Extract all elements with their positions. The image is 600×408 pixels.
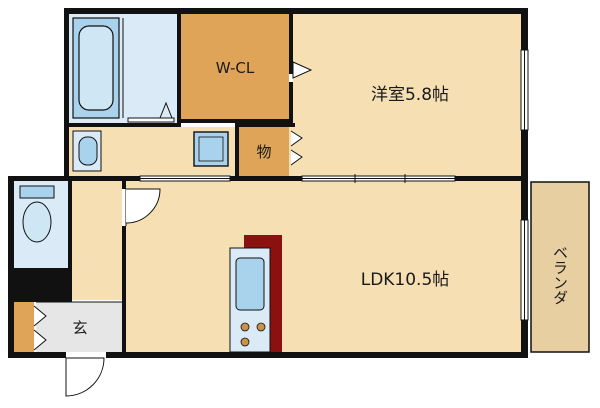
front-door — [65, 357, 105, 397]
veranda-label: ベランダ — [551, 245, 569, 305]
closet-floor — [181, 14, 289, 119]
bath-door — [127, 101, 175, 123]
windows — [520, 49, 529, 321]
corridor-sliding-door — [139, 175, 231, 182]
washing-machine-inner — [198, 136, 224, 162]
toilet — [19, 185, 55, 243]
closet-label: W-CL — [216, 59, 255, 77]
storage-doors — [290, 130, 303, 166]
western-room-floor — [293, 14, 521, 176]
closet-door — [292, 61, 313, 79]
ldk-label: LDK10.5帖 — [361, 270, 450, 290]
shoe-closet — [14, 302, 34, 352]
shoe-closet-doors — [33, 305, 47, 351]
kitchen-counter — [229, 247, 271, 353]
western-room-label: 洋室5.8帖 — [371, 85, 449, 105]
sliding-door — [301, 174, 456, 183]
storage-label: 物 — [256, 143, 271, 161]
entrance-floor — [36, 302, 122, 352]
hallway-floor — [72, 180, 122, 300]
veranda-floor — [530, 181, 590, 353]
bathtub — [72, 17, 120, 119]
storage-floor — [239, 127, 289, 176]
washbasin — [72, 130, 102, 172]
ldk-floor — [126, 180, 521, 352]
entrance-label: 玄 — [72, 319, 87, 337]
washing-machine — [193, 131, 229, 167]
ldk-door — [125, 188, 161, 226]
